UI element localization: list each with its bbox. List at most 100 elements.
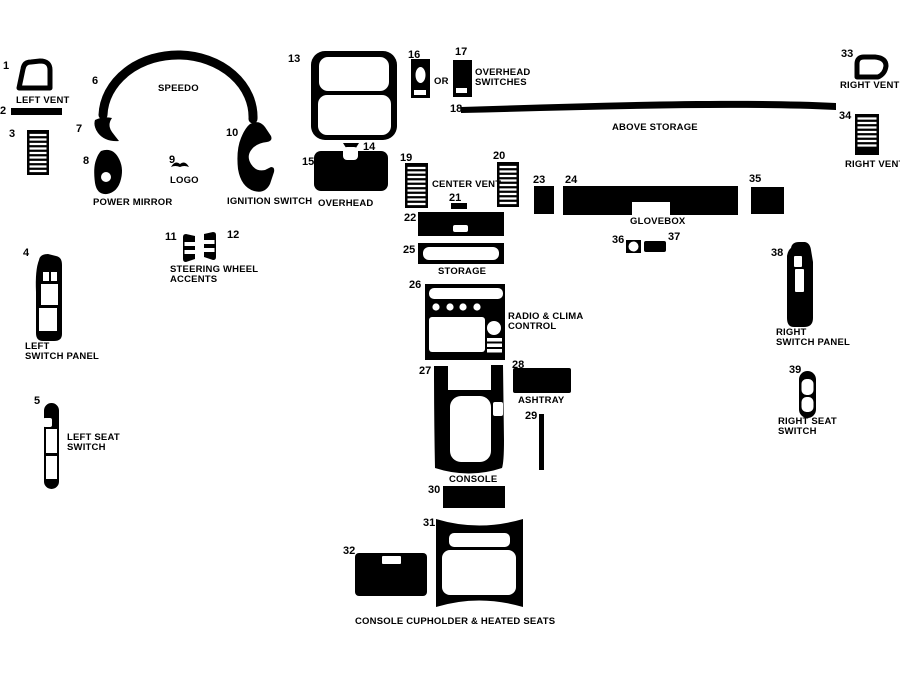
part-37-trim-shape — [644, 241, 666, 252]
part-13-number: 13 — [288, 53, 301, 65]
label-right-switch-panel: RIGHT SWITCH PANEL — [776, 328, 850, 347]
label-logo: LOGO — [170, 175, 199, 186]
part-31-number: 31 — [423, 517, 436, 529]
part-36-number: 36 — [612, 234, 625, 246]
label-radio-clima-control: RADIO & CLIMA CONTROL — [508, 312, 583, 331]
part-16-number: 16 — [408, 49, 421, 61]
label-glovebox: GLOVEBOX — [630, 216, 686, 227]
label-overhead-switches-line1: OVERHEAD — [475, 67, 531, 78]
part-3-vent-shape — [27, 130, 49, 175]
part-9-number: 9 — [169, 154, 176, 166]
label-left-switch-panel-line2: SWITCH PANEL — [25, 350, 99, 362]
part-18-above-storage-shape — [461, 100, 836, 113]
part-27-console-bezel-shape — [434, 365, 504, 474]
part-16-switch-shape — [411, 59, 430, 98]
label-center-vent: CENTER VENT — [432, 179, 502, 190]
part-6-number: 6 — [92, 75, 99, 87]
part-15-overhead-panel-shape — [314, 147, 388, 191]
part-12-number: 12 — [227, 229, 240, 241]
part-32-number: 32 — [343, 545, 356, 557]
part-24-number: 24 — [565, 174, 578, 186]
label-right-vent-upper: RIGHT VENT — [840, 80, 900, 91]
part-28-ashtray-shape — [513, 368, 571, 393]
part-10-ignition-switch-shape — [237, 122, 275, 192]
part-24-glovebox-shape — [563, 186, 738, 215]
label-storage: STORAGE — [438, 266, 487, 277]
part-14-number: 14 — [363, 141, 376, 153]
part-8-number: 8 — [83, 155, 90, 167]
label-right-seat-switch-line2: SWITCH — [778, 425, 817, 437]
label-right-seat-switch-line1: RIGHT SEAT — [778, 416, 837, 427]
part-5-left-seat-switch-shape — [43, 403, 59, 489]
part-37-number: 37 — [668, 231, 681, 243]
label-or: OR — [434, 76, 449, 87]
label-left-vent: LEFT VENT — [16, 95, 70, 106]
label-ignition-switch: IGNITION SWITCH — [227, 196, 313, 207]
part-26-radio-clima-shape — [425, 284, 505, 360]
part-22-panel-shape — [418, 212, 504, 236]
part-3-number: 3 — [9, 128, 16, 140]
part-28-number: 28 — [512, 359, 525, 371]
part-19-number: 19 — [400, 152, 413, 164]
label-overhead: OVERHEAD — [318, 198, 374, 209]
part-25-number: 25 — [403, 244, 416, 256]
part-31-cupholder-shape — [436, 519, 523, 607]
label-right-seat-switch: RIGHT SEAT SWITCH — [778, 417, 837, 436]
label-console: CONSOLE — [449, 474, 498, 485]
part-2-number: 2 — [0, 105, 7, 117]
part-8-power-mirror-shape — [94, 149, 122, 195]
part-7-number: 7 — [76, 123, 83, 135]
label-steering-wheel-accents-line1: STEERING WHEEL — [170, 264, 259, 275]
part-38-number: 38 — [771, 247, 784, 259]
label-console-cupholder-heated-seats: CONSOLE CUPHOLDER & HEATED SEATS — [355, 616, 556, 627]
part-13-overhead-frame-shape — [311, 51, 397, 140]
label-steering-wheel-accents-line2: ACCENTS — [170, 273, 218, 285]
part-19-center-vent-shape — [405, 163, 428, 208]
part-30-console-plate-shape — [443, 486, 505, 508]
part-1-left-vent-shape — [16, 58, 53, 91]
part-23-trim-shape — [534, 186, 554, 214]
label-power-mirror: POWER MIRROR — [93, 197, 173, 208]
part-9-logo-shape — [171, 162, 189, 167]
part-4-left-switch-panel-shape — [35, 254, 62, 341]
label-right-switch-panel-line1: RIGHT — [776, 327, 807, 338]
part-27-number: 27 — [419, 365, 432, 377]
part-17-overhead-switches-shape — [453, 60, 472, 97]
part-26-number: 26 — [409, 279, 422, 291]
part-4-number: 4 — [23, 247, 30, 259]
part-12-steering-accent-shape — [204, 232, 216, 260]
part-15-number: 15 — [302, 156, 315, 168]
part-18-number: 18 — [450, 103, 463, 115]
part-33-number: 33 — [841, 48, 854, 60]
part-25-storage-shape — [418, 243, 504, 264]
label-right-switch-panel-line2: SWITCH PANEL — [776, 336, 850, 348]
part-10-number: 10 — [226, 127, 239, 139]
part-39-right-seat-switch-shape — [799, 371, 816, 418]
part-21-number: 21 — [449, 192, 462, 204]
part-21-plate-shape — [451, 203, 467, 209]
part-20-number: 20 — [493, 150, 506, 162]
part-35-number: 35 — [749, 173, 762, 185]
label-overhead-switches: OVERHEAD SWITCHES — [475, 68, 530, 87]
label-radio-clima-control-line2: CONTROL — [508, 320, 557, 332]
label-left-switch-panel: LEFT SWITCH PANEL — [25, 342, 99, 361]
part-36-knob-trim-shape — [626, 240, 641, 253]
label-steering-wheel-accents: STEERING WHEEL ACCENTS — [170, 265, 258, 284]
part-29-number: 29 — [525, 410, 538, 422]
label-ashtray: ASHTRAY — [518, 395, 565, 406]
part-34-vent-shape — [855, 114, 879, 155]
part-39-number: 39 — [789, 364, 802, 376]
part-23-number: 23 — [533, 174, 546, 186]
part-20-center-vent-shape — [497, 162, 519, 207]
part-7-trim-shape — [94, 117, 119, 142]
label-right-vent-lower: RIGHT VENT — [845, 159, 900, 170]
label-above-storage: ABOVE STORAGE — [612, 122, 698, 133]
part-11-steering-accent-shape — [183, 234, 195, 262]
part-33-right-vent-shape — [854, 54, 889, 80]
part-34-number: 34 — [839, 110, 852, 122]
part-11-number: 11 — [165, 231, 177, 243]
part-35-trim-shape — [751, 187, 784, 214]
part-22-number: 22 — [404, 212, 417, 224]
label-speedo: SPEEDO — [158, 83, 199, 94]
